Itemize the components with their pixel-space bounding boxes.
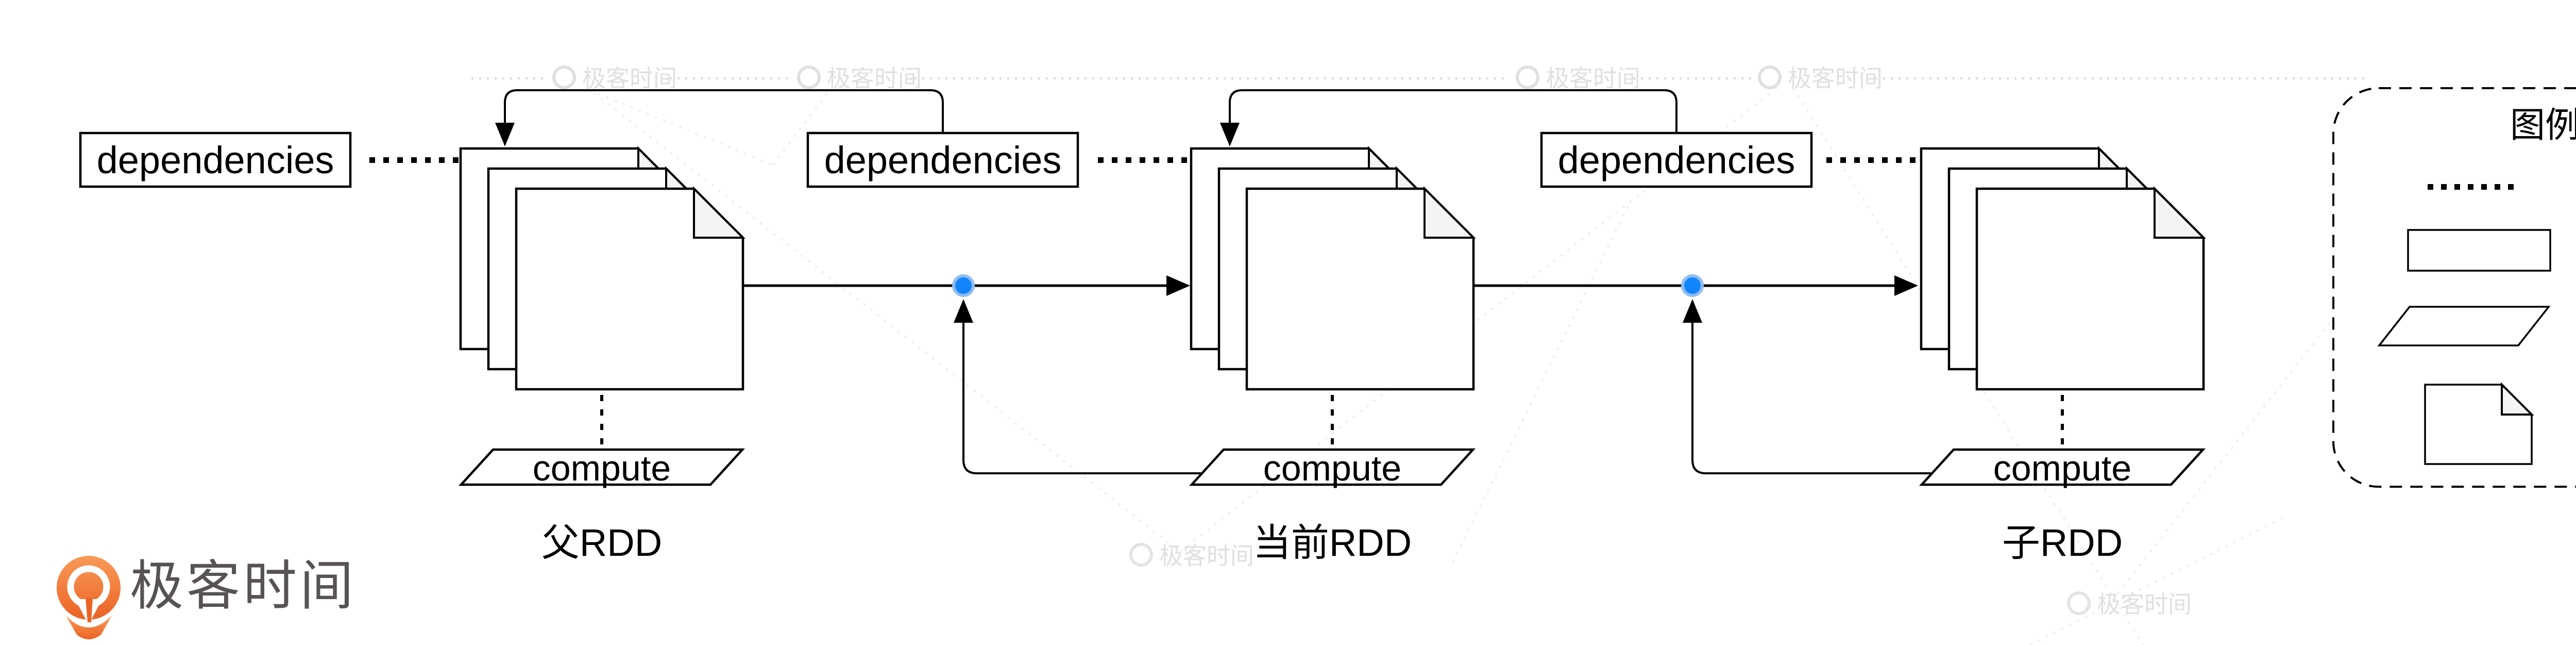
junction-dot-blue: [952, 274, 975, 297]
watermark-logo-text: 极客时间: [827, 65, 922, 92]
child-rdd-group: dependencies compute 子RDD: [1540, 131, 2206, 564]
watermark-logo: 极客时间: [552, 65, 677, 92]
arrowhead-up: [954, 299, 973, 323]
parent-rdd-group: dependencies compute 父RDD: [79, 131, 745, 564]
edge-compute-current-to-dot: [954, 299, 1201, 474]
watermark-logo-text: 极客时间: [1546, 65, 1640, 92]
page-fold: [1423, 186, 1476, 239]
watermark-logo: 极客时间: [2067, 591, 2192, 618]
legend-item-variable: 变量: [2407, 229, 2551, 272]
legend-item-attribute: 属性: [2428, 184, 2514, 190]
watermark-logo: 极客时间: [1129, 542, 1254, 569]
watermark-diagonal: [2029, 517, 2283, 645]
compute-label: compute: [1993, 448, 2131, 488]
page-fold: [2154, 186, 2206, 239]
legend-border: [2332, 87, 2576, 488]
watermark-logo-text: 极客时间: [2097, 591, 2192, 618]
arrowhead-down: [1220, 123, 1240, 146]
watermark-diagonal: [2111, 257, 2381, 601]
data-partition-stack: [1190, 146, 1476, 391]
dotted-line-symbol: [2428, 184, 2514, 190]
legend-item-data-partition: 数据分片: [2424, 382, 2534, 465]
legend-item-method: 方法: [2377, 306, 2551, 346]
rdd-name-label: 父RDD: [541, 521, 662, 564]
property-dots: [1098, 157, 1187, 163]
watermark-logo: 极客时间: [797, 65, 922, 92]
watermark-logo: 极客时间: [1758, 65, 1883, 92]
data-partition-stack: [1920, 146, 2206, 391]
dependencies-label: dependencies: [97, 139, 334, 181]
dependencies-box: [79, 131, 352, 188]
brand-logo: 极客时间: [57, 556, 357, 639]
parallelogram-symbol: [2377, 306, 2551, 346]
rdd-name-label: 当前RDD: [1253, 521, 1412, 564]
page-fold: [693, 186, 745, 239]
arrowhead-right: [1894, 275, 1918, 296]
compute-parallelogram: [1189, 448, 1476, 486]
dependencies-box: [806, 131, 1079, 188]
compute-label: compute: [1263, 448, 1401, 488]
compute-parallelogram: [458, 448, 745, 486]
watermark-diagonal: [1452, 206, 1629, 563]
watermark-logo: 极客时间: [1516, 65, 1640, 92]
data-partition-page: [1245, 187, 1475, 391]
compute-label: compute: [533, 448, 671, 488]
legend-title: 图例: [2510, 106, 2576, 145]
data-partition-page: [1975, 187, 2205, 391]
compute-parallelogram: [1919, 448, 2206, 486]
watermark-logo-text: 极客时间: [1159, 542, 1254, 569]
brand-name: 极客时间: [130, 556, 357, 616]
data-partition-stack: [459, 146, 745, 391]
legend: 图例 属性 变量 方法 数据分片: [2332, 87, 2576, 488]
edge-dependencies-child-to-current: [1220, 89, 1677, 146]
edge-dependencies-current-to-parent: [495, 89, 944, 146]
dependencies-label: dependencies: [824, 139, 1062, 181]
dependencies-label: dependencies: [1558, 139, 1795, 181]
edge-compute-child-to-dot: [1683, 299, 1931, 474]
watermark-logo-text: 极客时间: [1788, 65, 1883, 92]
dependencies-box: [1540, 131, 1813, 188]
property-dots: [369, 157, 459, 163]
watermark-layer: 极客时间 极客时间 极客时间 极客时间 极客时间 极客时间: [471, 65, 2381, 645]
data-partition-page: [515, 187, 744, 391]
page-fold: [2501, 382, 2534, 416]
geektime-pin-icon: [57, 556, 121, 639]
watermark-logo-text: 极客时间: [582, 65, 677, 92]
arrowhead-right: [1166, 275, 1190, 296]
arrowhead-up: [1683, 299, 1702, 323]
rdd-name-label: 子RDD: [2002, 521, 2123, 564]
current-rdd-group: dependencies compute 当前RDD: [806, 131, 1476, 564]
rectangle-symbol: [2407, 229, 2551, 272]
junction-dot-blue: [1681, 274, 1704, 297]
arrowhead-down: [495, 123, 515, 146]
watermark-diagonal: [589, 89, 773, 166]
watermark-diagonal: [1179, 87, 1778, 553]
property-dots: [1826, 157, 1916, 163]
